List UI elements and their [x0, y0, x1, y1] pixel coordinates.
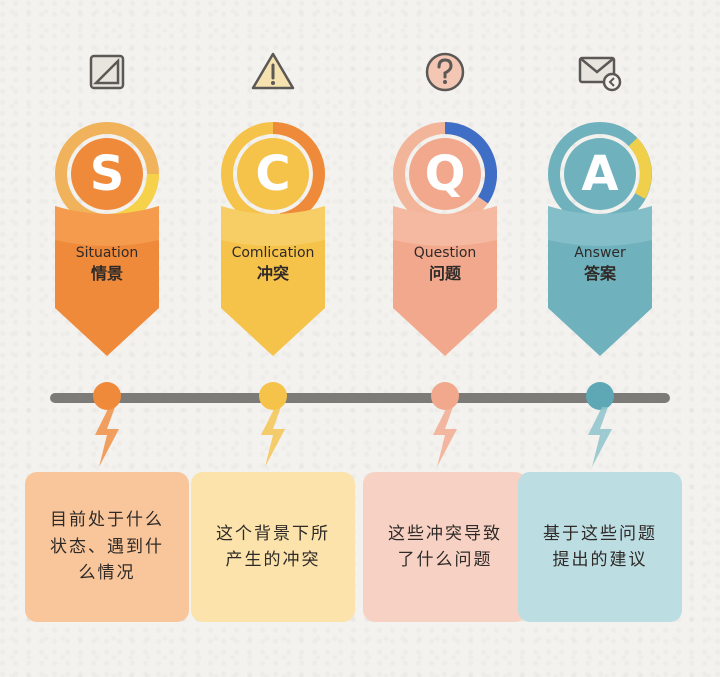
- situation-arrow: [55, 206, 159, 356]
- complication-badge: [221, 122, 325, 226]
- question-timeline-dot: [431, 382, 459, 410]
- situation-card: 目前处于什么状态、遇到什么情况: [25, 472, 189, 622]
- question-bolt-icon: [433, 407, 457, 467]
- column-complication: C Comlication 冲突 这个背景下所产生的冲突: [183, 0, 363, 677]
- answer-bolt-icon: [588, 407, 612, 467]
- question-en-label: Question: [413, 245, 477, 261]
- answer-en-label: Answer: [574, 245, 626, 261]
- situation-zh-label: 情景: [90, 263, 123, 283]
- question-label: Question 问题: [355, 244, 535, 284]
- complication-label: Comlication 冲突: [183, 244, 363, 284]
- situation-description: 目前处于什么状态、遇到什么情况: [50, 510, 164, 584]
- answer-description: 基于这些问题提出的建议: [543, 523, 657, 570]
- answer-label: Answer 答案: [510, 244, 690, 284]
- question-zh-label: 问题: [428, 263, 461, 283]
- complication-arrow: [221, 206, 325, 356]
- mail-reply-icon: [578, 56, 622, 92]
- complication-timeline-dot: [259, 382, 287, 410]
- warning-icon: [251, 52, 295, 90]
- complication-bolt-icon: [261, 407, 285, 467]
- question-card: 这些冲突导致了什么问题: [363, 472, 527, 622]
- timeline-bar: [50, 393, 670, 403]
- situation-label: Situation 情景: [17, 244, 197, 284]
- answer-card: 基于这些问题提出的建议: [518, 472, 682, 622]
- answer-zh-label: 答案: [583, 263, 616, 283]
- situation-en-label: Situation: [75, 245, 139, 261]
- triangle-square-icon: [89, 54, 125, 90]
- complication-card: 这个背景下所产生的冲突: [191, 472, 355, 622]
- column-situation: S Situation 情景 目前处于什么状态、遇到什么情况: [17, 0, 197, 677]
- situation-bolt-icon: [95, 407, 119, 467]
- question-description: 这些冲突导致了什么问题: [388, 523, 502, 570]
- answer-timeline-dot: [586, 382, 614, 410]
- situation-timeline-dot: [93, 382, 121, 410]
- column-answer: A Answer 答案 基于这些问题提出的建议: [510, 0, 690, 677]
- complication-en-label: Comlication: [231, 245, 315, 261]
- answer-arrow: [548, 206, 652, 356]
- complication-zh-label: 冲突: [256, 263, 289, 283]
- column-question: Q Question 问题 这些冲突导致了什么问题: [355, 0, 535, 677]
- question-icon: [425, 52, 465, 92]
- complication-description: 这个背景下所产生的冲突: [216, 523, 330, 570]
- question-arrow: [393, 206, 497, 356]
